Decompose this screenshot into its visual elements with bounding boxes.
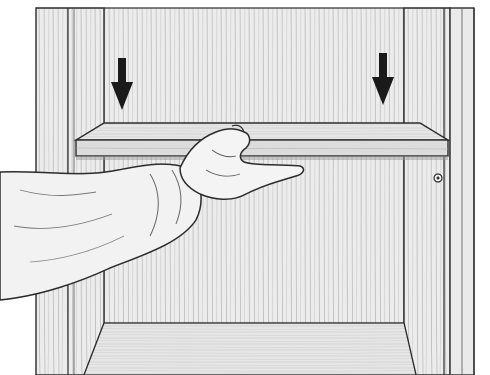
adjustable-shelf bbox=[76, 123, 448, 160]
cabinet-right-side bbox=[404, 8, 474, 375]
cabinet-bottom-shelf bbox=[84, 323, 416, 375]
